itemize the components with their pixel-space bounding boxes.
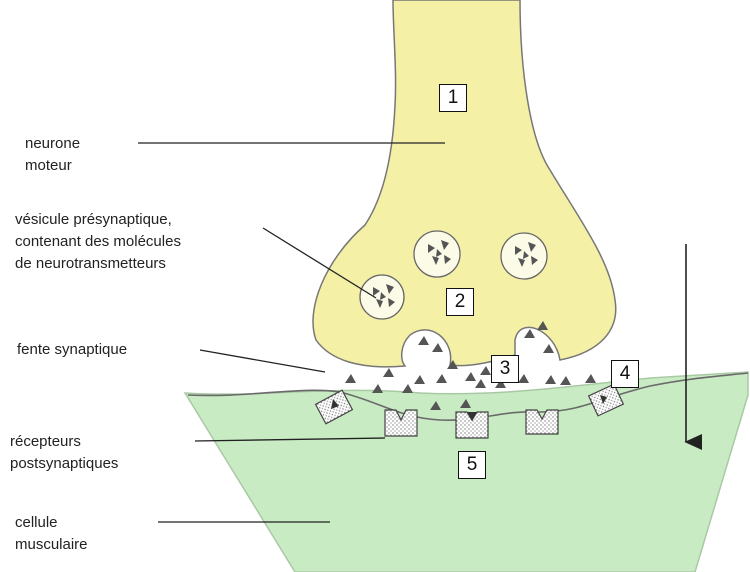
number-box-3: 3: [491, 355, 519, 383]
leader-line-synaptic-cleft: [200, 350, 325, 372]
label-motor-neuron: neurone moteur: [25, 133, 80, 177]
label-line: contenant des molécules: [15, 231, 181, 253]
label-synaptic-cleft: fente synaptique: [17, 339, 127, 361]
receptor: [456, 412, 488, 438]
number-box-2: 2: [446, 288, 474, 316]
label-line: cellule: [15, 512, 88, 534]
number-box-4: 4: [611, 360, 639, 388]
label-line: neurone: [25, 133, 80, 155]
vesicle: [501, 233, 547, 279]
vesicle: [360, 275, 404, 319]
label-line: fente synaptique: [17, 339, 127, 361]
label-vesicle: vésicule présynaptique, contenant des mo…: [15, 209, 181, 275]
label-line: de neurotransmetteurs: [15, 253, 181, 275]
label-muscle-cell: cellule musculaire: [15, 512, 88, 556]
label-line: musculaire: [15, 534, 88, 556]
label-line: moteur: [25, 155, 80, 177]
vesicle: [414, 231, 460, 277]
label-line: vésicule présynaptique,: [15, 209, 181, 231]
label-receptors: récepteurs postsynaptiques: [10, 431, 118, 475]
number-box-1: 1: [439, 84, 467, 112]
label-line: postsynaptiques: [10, 453, 118, 475]
label-line: récepteurs: [10, 431, 118, 453]
number-box-5: 5: [458, 451, 486, 479]
